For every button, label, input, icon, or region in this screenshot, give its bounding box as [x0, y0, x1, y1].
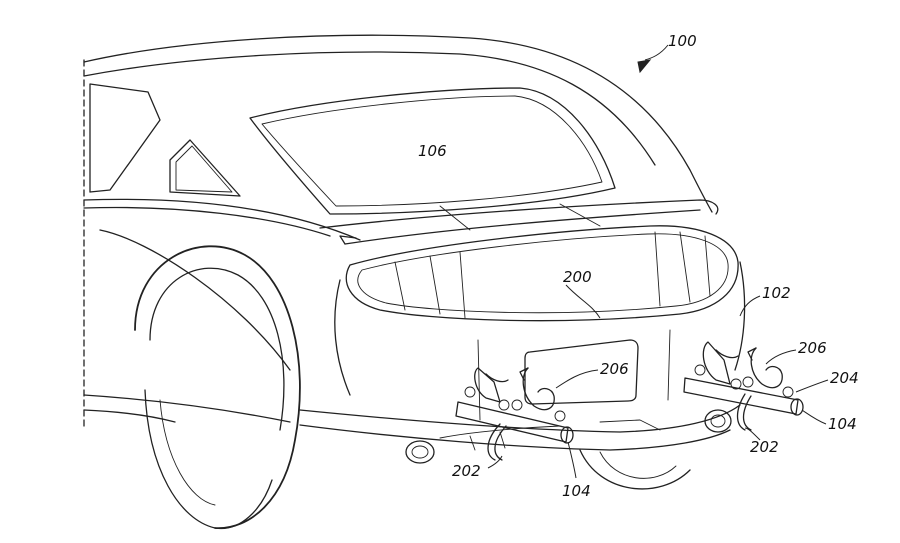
clamp-right-b: [742, 347, 794, 398]
vehicle-body: [83, 34, 713, 431]
left-wheel: [134, 245, 301, 530]
label-clamp-right: 206: [798, 339, 827, 357]
label-mount-right: 202: [750, 438, 779, 456]
label-rack-system: 200: [563, 268, 592, 286]
label-rear-window: 106: [418, 142, 447, 160]
rear-diffuser: [439, 419, 661, 451]
rear-window: [249, 87, 616, 215]
label-vehicle: 100: [668, 32, 697, 50]
clamp-left-a: [464, 367, 510, 411]
label-hitch-bar: 104: [562, 482, 591, 500]
rear-bumper: [299, 261, 746, 451]
clamp-right-a: [694, 341, 742, 390]
label-clamp-left: 206: [600, 360, 629, 378]
spoiler: [319, 199, 719, 245]
reference-numerals: 100 106 200 102 206 206 204 104 202 202 …: [418, 32, 859, 500]
label-bumper: 102: [762, 284, 791, 302]
label-mount-left: 202: [452, 462, 481, 480]
right-wheel: [579, 449, 691, 490]
label-wheel-retainer: 204: [830, 369, 859, 387]
label-hitch-bar-right: 104: [828, 415, 857, 433]
tail-lamp-panel: [345, 225, 739, 322]
clamp-left-b: [511, 367, 566, 422]
license-plate: [524, 339, 639, 405]
exhaust-tips: [405, 409, 732, 464]
hitch-bar-left: [455, 401, 574, 461]
hitch-bar-right: [683, 377, 804, 431]
leader-lines: [487, 44, 829, 479]
